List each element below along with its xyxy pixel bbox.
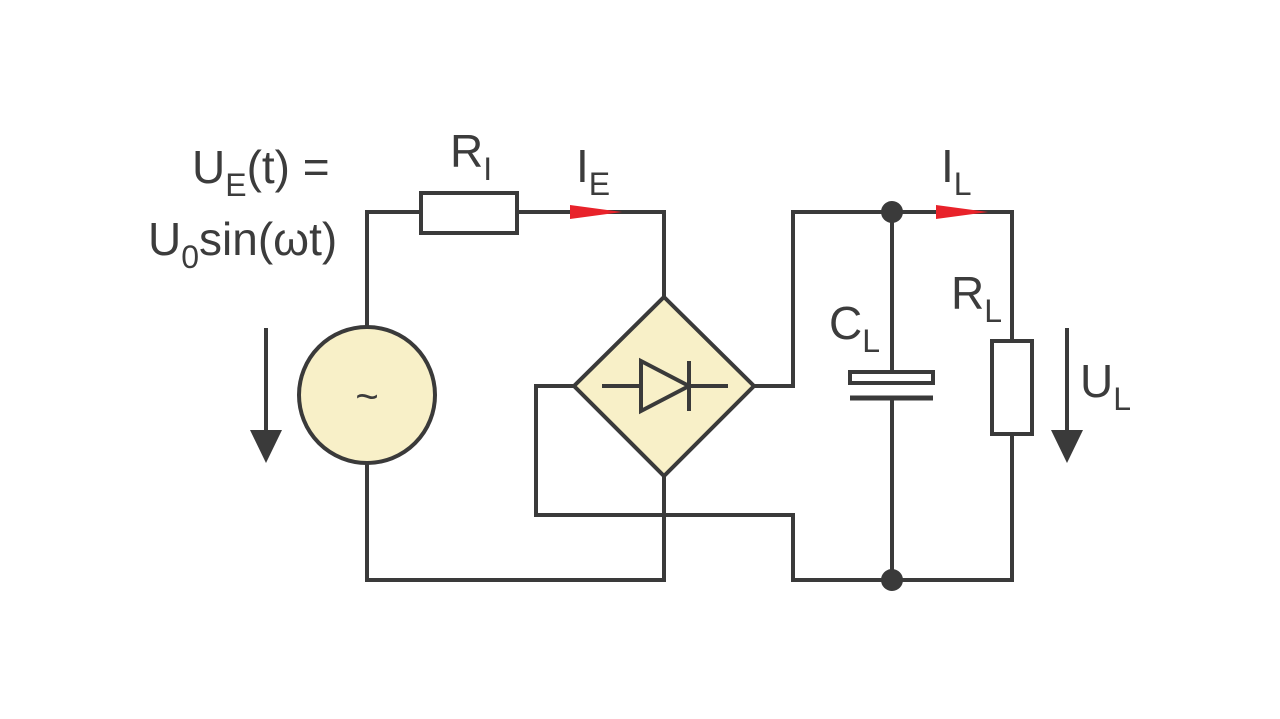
junction-bottom-dot	[881, 569, 903, 591]
ac-symbol: ~	[355, 375, 378, 419]
resistor-rl-icon	[990, 339, 1034, 436]
wire-source-top	[365, 210, 422, 329]
ac-source-icon	[297, 325, 437, 465]
source-equation-line1: UE(t) =	[192, 141, 330, 203]
label-ie: IE	[576, 140, 610, 202]
label-il: IL	[941, 140, 972, 202]
bridge-rectifier-icon	[571, 294, 757, 479]
wire-bridge-left-loop	[534, 384, 1014, 582]
wire-source-bottom	[365, 462, 666, 582]
capacitor-cl-icon	[848, 370, 935, 401]
label-rl: RL	[951, 267, 1002, 329]
wire-ri-to-bridge	[515, 210, 666, 299]
current-il-arrow-icon	[936, 205, 988, 219]
wire-bridge-right	[752, 210, 1014, 388]
current-ie-arrow-icon	[570, 205, 622, 219]
junction-top-dot	[881, 201, 903, 223]
label-ri: RI	[450, 125, 492, 187]
voltage-ul-arrow-icon	[1051, 328, 1083, 463]
label-cl: CL	[829, 297, 880, 359]
resistor-ri-icon	[419, 191, 519, 235]
wires	[365, 210, 1014, 582]
voltage-ue-arrow-icon	[250, 328, 282, 463]
label-ul: UL	[1080, 355, 1131, 417]
source-equation-line2: U0sin(ωt)	[148, 213, 337, 275]
